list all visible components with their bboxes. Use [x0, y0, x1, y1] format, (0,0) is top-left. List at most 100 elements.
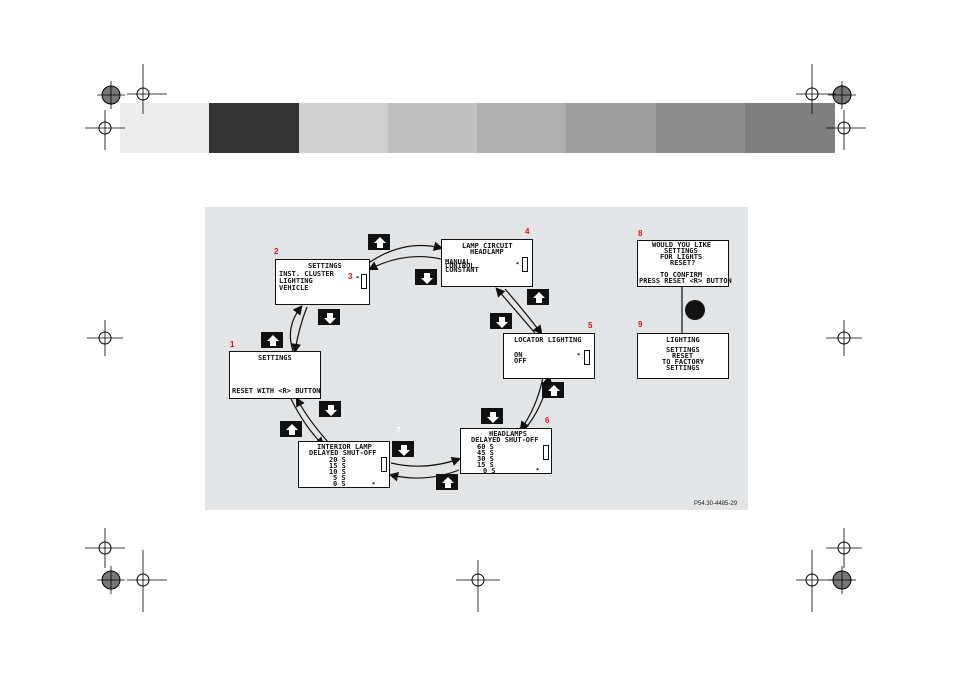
screen-line: RESET WITH <R> BUTTON [232, 387, 321, 395]
scrollbar [522, 257, 528, 272]
step-number-5: 5 [588, 321, 593, 330]
down-arrow-icon [496, 317, 508, 328]
color-bar-segment [298, 103, 389, 153]
up-arrow-button [368, 234, 390, 250]
screen-line: 0 S [333, 480, 346, 488]
registration-mark-icon [828, 566, 856, 594]
up-arrow-icon [286, 424, 298, 435]
up-arrow-button [280, 421, 302, 437]
reset-dot-icon [685, 300, 705, 320]
screen-line: TO FACTORY [662, 358, 705, 366]
reset-confirm-screen: WOULD YOU LIKE SETTINGS FOR LIGHTS RESET… [637, 240, 732, 287]
screen-line: 15 S [477, 461, 494, 469]
crosshair-icon [127, 550, 167, 612]
screen-line: SETTINGS [664, 247, 698, 255]
headlamps-screen: HEADLAMPS DELAYED SHUT-OFF 60 S 45 S 30 … [460, 428, 552, 475]
crosshair-icon [85, 110, 125, 150]
crosshair-icon [796, 64, 836, 114]
down-arrow-icon [421, 273, 433, 284]
crosshair-icon [826, 320, 862, 356]
settings-screen: SETTINGS RESET WITH <R> BUTTON [229, 351, 321, 399]
flow-arrows [289, 241, 705, 482]
down-arrow-icon [325, 405, 337, 416]
up-arrow-button [436, 474, 458, 490]
color-bar-segment [566, 103, 657, 153]
screen-line: SETTINGS [666, 346, 700, 354]
lighting-reset-screen: LIGHTING SETTINGS RESET TO FACTORY SETTI… [637, 333, 729, 379]
lamp-circuit-screen: LAMP CIRCUIT HEADLAMP MANUAL CONTROL CON… [441, 239, 533, 287]
step-number-4: 4 [525, 227, 530, 236]
screen-line: LIGHTING [666, 336, 700, 344]
selector-arrow-icon: ◂ [576, 350, 581, 358]
crosshair-icon [826, 110, 866, 150]
up-arrow-icon [442, 477, 454, 488]
down-arrow-button [392, 441, 414, 457]
registration-mark-icon [97, 566, 125, 594]
color-bar-segment [744, 103, 835, 153]
screen-line: 0 S [483, 467, 496, 475]
down-arrow-button [318, 309, 340, 325]
screen-subtitle: HEADLAMP [470, 248, 504, 256]
screen-line: WOULD YOU LIKE [652, 241, 712, 249]
screen-line: 10 S [329, 468, 346, 476]
up-arrow-icon [267, 335, 279, 346]
up-arrow-icon [548, 385, 560, 396]
down-arrow-button [490, 313, 512, 329]
scrollbar [584, 350, 590, 365]
crosshair-icon [826, 528, 862, 568]
screen-line: ON [514, 351, 523, 359]
diagram-panel: 1 2 4 5 6 7 8 9 SETTINGS RESET WITH <R> … [205, 207, 748, 510]
down-arrow-icon [487, 412, 499, 423]
crosshair-icon [127, 64, 167, 114]
selector-arrow-icon: ◂ [535, 465, 540, 473]
down-arrow-icon [398, 445, 410, 456]
pointer-label: 3 [348, 272, 353, 281]
screen-line: RESET? [670, 259, 696, 267]
screen-line: LIGHTING [279, 277, 313, 285]
screen-title: LAMP CIRCUIT [462, 242, 513, 250]
up-arrow-icon [374, 237, 386, 248]
step-number-7: 7 [396, 426, 401, 435]
screen-title: SETTINGS [258, 354, 292, 362]
screen-title: HEADLAMPS [489, 430, 527, 438]
screen-line: 30 S [477, 455, 494, 463]
step-number-8: 8 [638, 229, 643, 238]
screen-line: CONSTANT [445, 266, 479, 274]
screen-line: 45 S [477, 449, 494, 457]
color-bar-segment [655, 103, 746, 153]
color-bar-segment [477, 103, 567, 153]
screen-title: SETTINGS [308, 262, 342, 270]
crosshair-icon [87, 320, 123, 356]
selector-arrow-icon: ◂ [515, 259, 520, 267]
crosshair-icon [85, 528, 125, 568]
screen-line: MANUAL [445, 258, 471, 266]
up-arrow-icon [533, 292, 545, 303]
screen-line: 15 S [329, 462, 346, 470]
screen-line: 60 S [477, 443, 494, 451]
screen-line: RESET [672, 352, 694, 360]
selector-arrow-icon: ◂ [371, 479, 376, 487]
scrollbar [543, 445, 549, 460]
screen-title: LOCATOR LIGHTING [514, 336, 582, 344]
selector-arrow-icon: ◂ [355, 273, 360, 281]
scrollbar [361, 274, 367, 289]
registration-mark-icon [97, 81, 125, 109]
down-arrow-button [415, 269, 437, 285]
step-number-9: 9 [638, 320, 643, 329]
screen-subtitle: DELAYED SHUT-OFF [471, 436, 539, 444]
step-number-6: 6 [545, 416, 550, 425]
up-arrow-button [261, 332, 283, 348]
settings-menu-screen: SETTINGS INST. CLUSTER LIGHTING VEHICLE … [275, 259, 370, 305]
screen-line: OFF [514, 357, 527, 365]
color-bar-segment [120, 103, 210, 153]
interior-lamp-screen: INTERIOR LAMP DELAYED SHUT-OFF 20 S 15 S… [298, 441, 390, 488]
step-number-2: 2 [274, 247, 279, 256]
screen-line: CONTROL [445, 262, 475, 270]
up-arrow-button [542, 382, 564, 398]
down-arrow-button [481, 408, 503, 424]
color-bar-segment [387, 103, 478, 153]
screen-line: TO CONFIRM [660, 271, 703, 279]
locator-lighting-screen: LOCATOR LIGHTING ON OFF ◂ [503, 333, 595, 379]
step-number-1: 1 [230, 340, 235, 349]
crosshair-icon [456, 560, 500, 612]
